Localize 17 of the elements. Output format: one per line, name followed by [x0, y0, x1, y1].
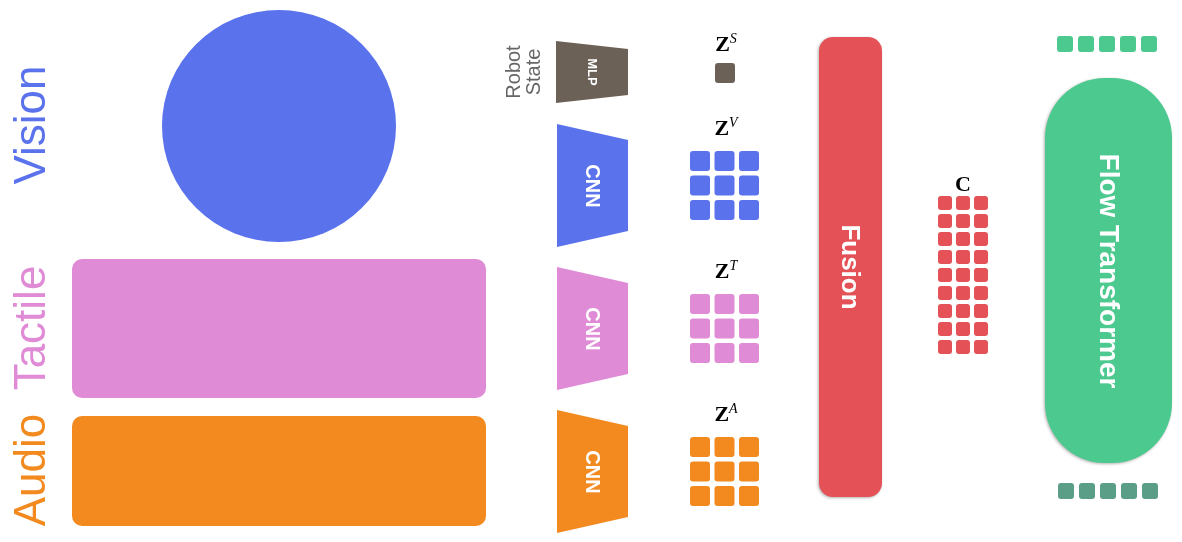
feature-label: Z$^{T}$ — [714, 257, 738, 285]
module-label: Flow Transformer — [1094, 153, 1123, 388]
module-label: CNN — [582, 306, 603, 351]
feature-label: C — [955, 171, 971, 197]
feature-label: Z$^{S}$ — [715, 30, 737, 58]
module-label: MLP — [585, 58, 599, 86]
module-label: CNN — [582, 449, 603, 494]
module-label: CNN — [582, 163, 603, 208]
image-placeholder — [72, 259, 486, 398]
modality-label: Vision — [8, 65, 52, 185]
image-placeholder — [72, 416, 486, 526]
modality-label: Audio — [8, 413, 52, 527]
feature-label: Z$^{A}$ — [714, 400, 738, 428]
input-label: Robot State — [503, 44, 543, 101]
feature-label: Z$^{V}$ — [714, 114, 738, 142]
modality-label: Tactile — [8, 265, 52, 391]
module-label: Fusion — [837, 224, 864, 310]
